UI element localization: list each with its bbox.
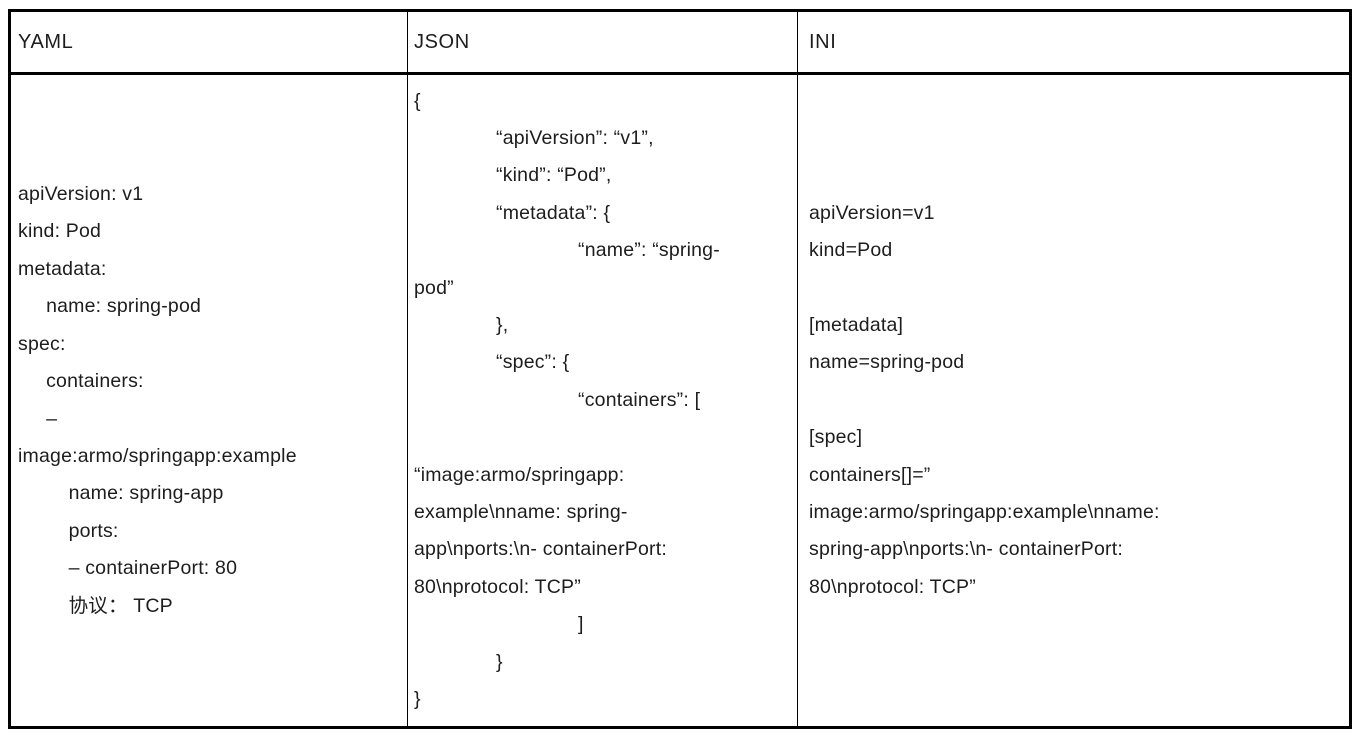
table-body-row: apiVersion: v1 kind: Pod metadata: name:… (11, 75, 1349, 726)
json-code-block: { “apiVersion”: “v1”, “kind”: “Pod”, “me… (414, 89, 720, 711)
column-header-ini: INI (809, 31, 837, 53)
yaml-code-block: apiVersion: v1 kind: Pod metadata: name:… (18, 183, 297, 617)
header-cell-yaml: YAML (11, 12, 408, 72)
ini-code-block: apiVersion=v1 kind=Pod [metadata] name=s… (809, 201, 1160, 598)
body-cell-ini: apiVersion=v1 kind=Pod [metadata] name=s… (798, 75, 1349, 726)
column-header-yaml: YAML (18, 31, 74, 53)
format-comparison-table: YAML JSON INI apiVersion: v1 kind: Pod m… (8, 9, 1352, 729)
header-cell-ini: INI (798, 12, 1349, 72)
column-header-json: JSON (414, 31, 470, 53)
body-cell-yaml: apiVersion: v1 kind: Pod metadata: name:… (11, 75, 408, 726)
body-cell-json: { “apiVersion”: “v1”, “kind”: “Pod”, “me… (408, 75, 798, 726)
table-header-row: YAML JSON INI (11, 12, 1349, 75)
header-cell-json: JSON (408, 12, 798, 72)
